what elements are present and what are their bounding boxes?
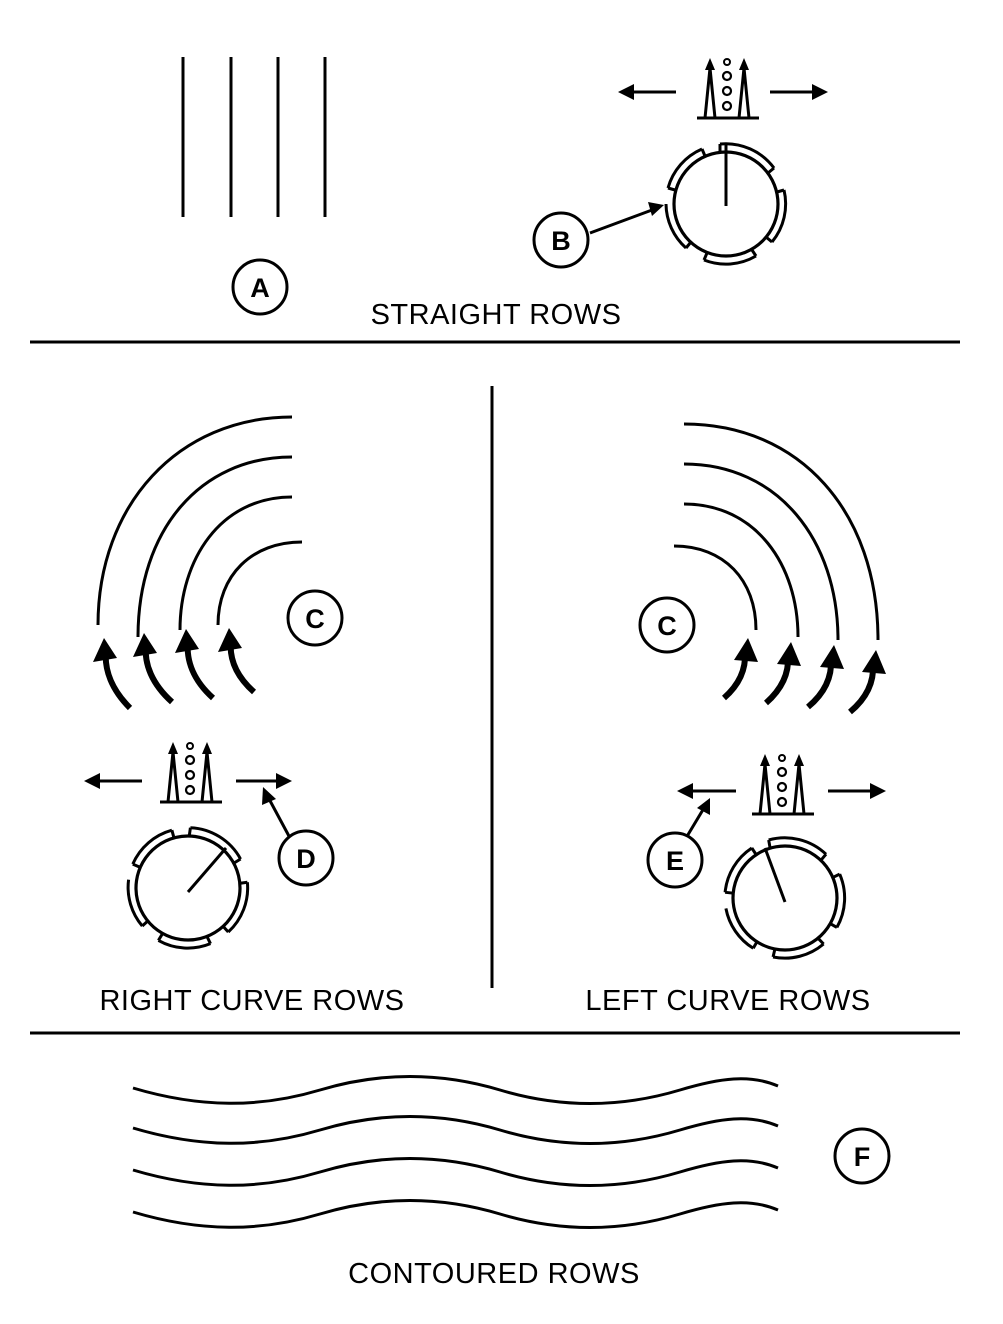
right-curve-arrowheads — [93, 628, 242, 662]
left-curve-row-1 — [683, 422, 880, 641]
dial-icon — [118, 818, 258, 958]
callout-d: D — [262, 787, 335, 887]
right-curve-row-1 — [96, 415, 293, 626]
callout-c-right: C — [286, 589, 344, 647]
arrow-icon — [677, 783, 886, 799]
callout-c-right-label: C — [305, 604, 325, 634]
right-curve-rows-title: RIGHT CURVE ROWS — [99, 985, 404, 1017]
left-curve-row-2 — [683, 462, 840, 641]
callout-c-left: C — [638, 596, 696, 654]
callout-f: F — [833, 1127, 891, 1185]
callout-a-label: A — [250, 273, 270, 303]
straight-rows-section: A B STRAIGHT ROWS — [181, 56, 828, 331]
contoured-row-1 — [132, 1075, 779, 1105]
callout-b-label: B — [551, 226, 571, 256]
dial-icon — [713, 826, 856, 970]
callout-d-label: D — [296, 844, 316, 874]
sprayer-icon — [158, 740, 224, 804]
arrow-icon — [618, 84, 828, 100]
left-curve-rows-section: C E LEFT CURVE ROWS — [585, 422, 886, 1017]
callout-a: A — [231, 258, 289, 316]
left-curve-row-4 — [673, 544, 758, 631]
contoured-rows-section: F CONTOURED ROWS — [132, 1075, 891, 1290]
callout-e-label: E — [666, 846, 684, 876]
callout-b: B — [532, 202, 664, 269]
right-curve-row-3 — [178, 495, 293, 631]
contoured-row-2 — [132, 1115, 779, 1145]
contoured-row-lines — [132, 1075, 779, 1229]
contoured-rows-title: CONTOURED ROWS — [348, 1258, 640, 1290]
left-curve-row-lines — [673, 422, 880, 641]
contoured-row-3 — [132, 1157, 779, 1187]
right-curve-row-4 — [216, 540, 303, 626]
right-curve-rows-section: C D RIGHT CURVE ROWS — [84, 415, 404, 1017]
callout-e: E — [646, 798, 710, 889]
right-curve-row-lines — [96, 415, 303, 638]
contoured-row-4 — [132, 1199, 779, 1229]
straight-row-lines — [181, 57, 327, 217]
sprayer-icon — [695, 56, 761, 120]
dial-icon — [664, 142, 788, 266]
arrow-icon — [84, 773, 292, 789]
sprayer-icon — [750, 752, 816, 816]
callout-f-label: F — [854, 1142, 871, 1172]
callout-c-left-label: C — [657, 611, 677, 641]
left-curve-row-3 — [683, 502, 800, 638]
left-curve-rows-title: LEFT CURVE ROWS — [585, 985, 870, 1017]
straight-rows-title: STRAIGHT ROWS — [371, 299, 622, 331]
right-curve-row-2 — [136, 455, 293, 638]
left-curve-arrowheads — [734, 638, 886, 674]
